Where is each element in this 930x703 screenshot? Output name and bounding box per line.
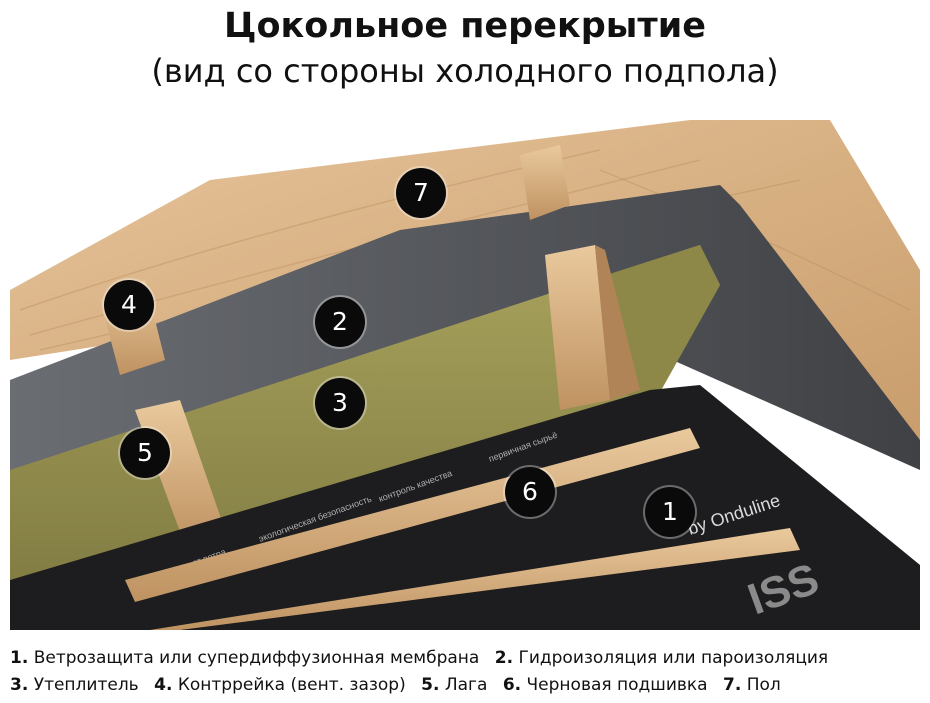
legend-row: 1. Ветрозащита или супердиффузионная мем…	[10, 645, 925, 672]
diagram-subtitle: (вид со стороны холодного подпола)	[151, 52, 779, 90]
legend-item: 4. Контррейка (вент. зазор)	[154, 675, 406, 695]
legend-item: 3. Утеплитель	[10, 675, 139, 695]
section-drawing: by Onduline ISS защищено от ветра эколог…	[10, 120, 920, 630]
badge-1: 1	[645, 487, 695, 537]
badge-3: 3	[315, 378, 365, 428]
badge-6: 6	[505, 467, 555, 517]
badge-5: 5	[120, 428, 170, 478]
legend-item: 5. Лага	[421, 675, 488, 695]
legend-item: 2. Гидроизоляция или пароизоляция	[494, 648, 829, 668]
subfloor-board	[125, 428, 800, 630]
legend: 1. Ветрозащита или супердиффузионная мем…	[10, 645, 925, 699]
diagram-title: Цокольное перекрытие	[224, 6, 706, 46]
legend-row: 3. Утеплитель 4. Контррейка (вент. зазор…	[10, 672, 925, 699]
badge-2: 2	[315, 297, 365, 347]
legend-item: 1. Ветрозащита или супердиффузионная мем…	[10, 648, 480, 668]
badge-4: 4	[104, 280, 154, 330]
floor-section-illustration: by Onduline ISS защищено от ветра эколог…	[0, 110, 930, 630]
legend-item: 7. Пол	[723, 675, 781, 695]
badge-7: 7	[396, 168, 446, 218]
legend-item: 6. Черновая подшивка	[502, 675, 708, 695]
